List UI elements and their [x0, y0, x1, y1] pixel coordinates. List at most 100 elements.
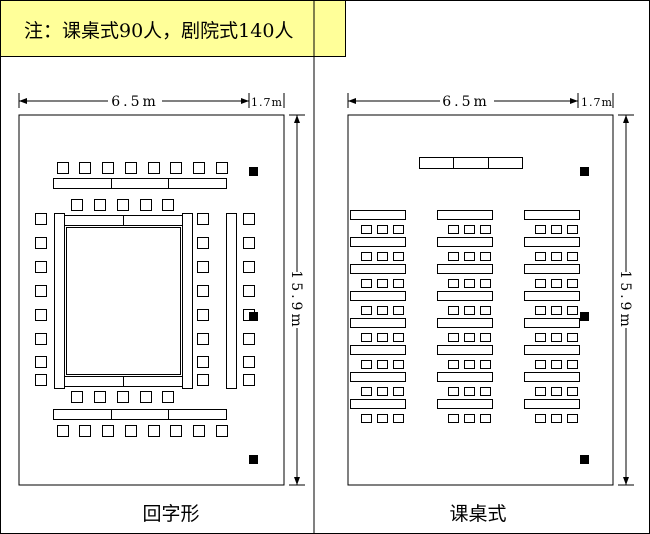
chair [216, 162, 228, 174]
chair [193, 162, 205, 174]
chair [361, 279, 372, 288]
chair [243, 261, 255, 273]
chair [361, 225, 372, 234]
desk [524, 291, 580, 301]
chair [535, 333, 546, 342]
chair [117, 391, 129, 403]
desk [350, 399, 406, 409]
chair [535, 279, 546, 288]
left-width-dimension: 6.5m 1.7m [18, 93, 285, 110]
chair [448, 387, 459, 396]
column [249, 167, 258, 176]
chair [535, 306, 546, 315]
chair [361, 414, 372, 423]
chair [567, 279, 578, 288]
chair [377, 414, 388, 423]
chair [148, 162, 160, 174]
right-height-dimension: 15.9m [617, 114, 634, 486]
chair [79, 162, 91, 174]
desk [350, 210, 406, 220]
left-width-label: 6.5m [111, 94, 159, 110]
chair [448, 225, 459, 234]
chair [57, 162, 69, 174]
desk [350, 237, 406, 247]
right-furniture [350, 157, 589, 464]
left-plan: 6.5m 1.7m 15.9m 回字形 [18, 93, 305, 525]
chair [162, 199, 174, 211]
chair [193, 425, 205, 437]
chair [464, 387, 475, 396]
note-box: 注：课桌式90人，剧院式140人 [0, 0, 346, 57]
chair [535, 360, 546, 369]
chair [197, 309, 209, 321]
chair [79, 425, 91, 437]
chair [377, 387, 388, 396]
column [580, 455, 589, 464]
chair [567, 360, 578, 369]
left-height-label: 15.9m [288, 270, 304, 329]
desk [437, 264, 493, 274]
chair [480, 252, 491, 261]
chair [170, 425, 182, 437]
chair [393, 252, 404, 261]
chair [480, 279, 491, 288]
chair [551, 360, 562, 369]
desk [350, 318, 406, 328]
chair [197, 237, 209, 249]
chair [535, 225, 546, 234]
chair [35, 237, 47, 249]
chair [125, 162, 137, 174]
chair [480, 387, 491, 396]
chair [551, 252, 562, 261]
chair [35, 213, 47, 225]
left-furniture [35, 162, 258, 464]
chair [140, 391, 152, 403]
chair [464, 252, 475, 261]
chair [102, 425, 114, 437]
chair [148, 425, 160, 437]
chair [567, 306, 578, 315]
left-caption: 回字形 [142, 503, 199, 525]
chair [393, 387, 404, 396]
chair [71, 391, 83, 403]
right-width-dimension: 6.5m 1.7m [347, 93, 614, 110]
chair [243, 237, 255, 249]
chair [551, 279, 562, 288]
chair [535, 252, 546, 261]
chair [480, 414, 491, 423]
desk [437, 345, 493, 355]
chair [448, 252, 459, 261]
chair [464, 225, 475, 234]
chair [197, 213, 209, 225]
right-room-outline [347, 114, 614, 486]
chair [243, 356, 255, 368]
chair [162, 391, 174, 403]
chair [35, 333, 47, 345]
chair [361, 252, 372, 261]
chair [567, 252, 578, 261]
table [182, 213, 193, 389]
right-caption: 课桌式 [449, 503, 506, 525]
chair [377, 360, 388, 369]
chair [102, 162, 114, 174]
desk [437, 210, 493, 220]
chair [480, 306, 491, 315]
chair [567, 387, 578, 396]
chair [567, 333, 578, 342]
chair [448, 414, 459, 423]
desk [350, 345, 406, 355]
desk [350, 291, 406, 301]
desk [437, 372, 493, 382]
chair [140, 199, 152, 211]
table [419, 157, 523, 169]
chair [94, 199, 106, 211]
chair [243, 333, 255, 345]
chair [117, 199, 129, 211]
chair [567, 225, 578, 234]
chair [35, 261, 47, 273]
chair [480, 225, 491, 234]
chair [464, 333, 475, 342]
chair [464, 414, 475, 423]
chair [94, 391, 106, 403]
